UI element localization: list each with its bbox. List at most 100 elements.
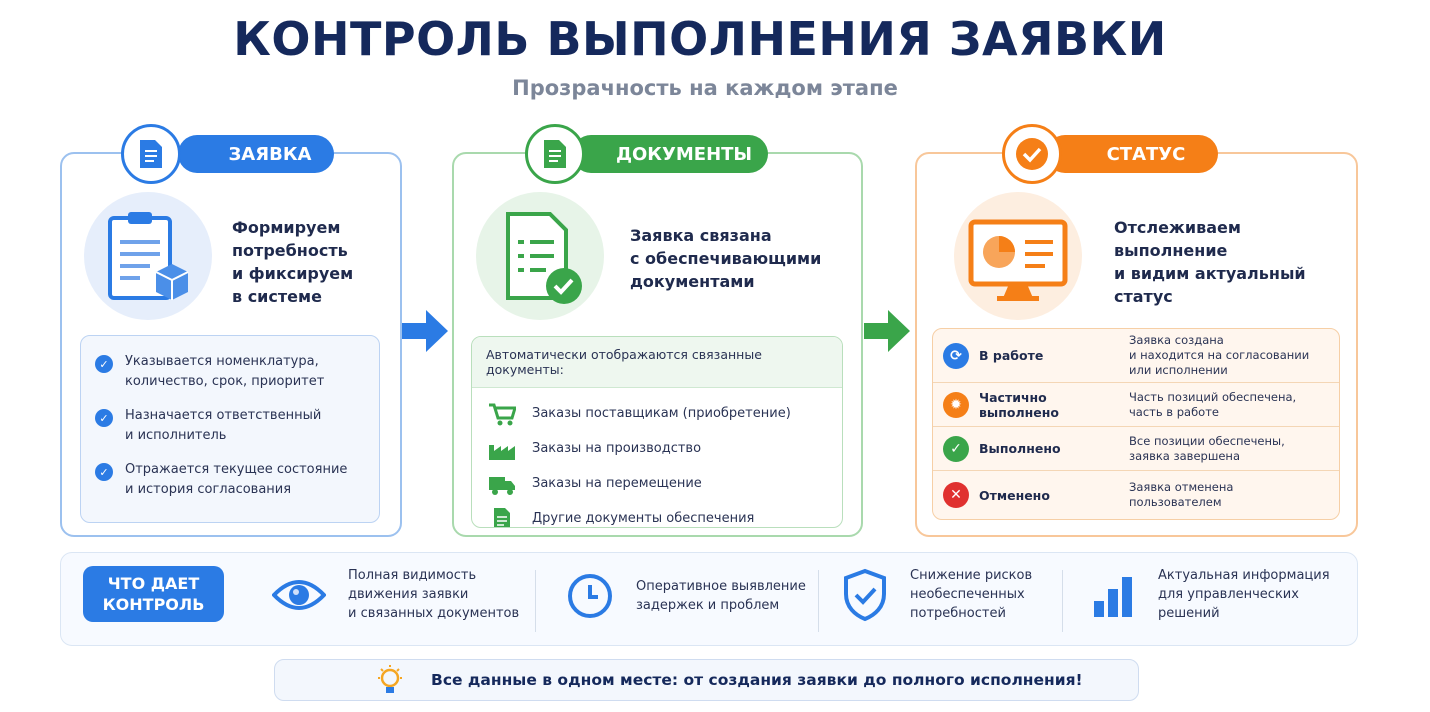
benefit-line: необеспеченных — [910, 587, 1025, 602]
item-line: Назначается ответственный — [125, 408, 322, 423]
label-line: ЧТО ДАЕТ — [107, 574, 200, 593]
document-icon — [121, 124, 181, 184]
lightbulb-icon — [378, 665, 402, 693]
lead-line: Заявка связана — [630, 226, 772, 245]
documents-list: Автоматически отображаются связанные док… — [471, 336, 843, 528]
document-type-item: Заказы на перемещение — [488, 466, 826, 501]
lead-line: с обеспечивающими — [630, 249, 822, 268]
item-line: и история согласования — [125, 482, 292, 497]
page-title: КОНТРОЛЬ ВЫПОЛНЕНИЯ ЗАЯВКИ — [233, 12, 1167, 66]
item-line: количество, срок, приоритет — [125, 374, 325, 389]
benefit-line: для управленческих — [1158, 587, 1299, 602]
benefit-line: движения заявки — [348, 587, 469, 602]
benefit-line: потребностей — [910, 606, 1006, 621]
truck-icon — [489, 476, 515, 495]
description-line: Все позиции обеспечены, — [1129, 433, 1285, 448]
status-pill: СТАТУС — [1046, 135, 1218, 173]
shield-icon — [844, 568, 886, 621]
status-icon: ✹ — [943, 391, 969, 418]
status-description: Часть позиций обеспечена,часть в работе — [1129, 390, 1296, 420]
arrow-right-icon — [402, 310, 448, 352]
benefit-line: и связанных документов — [348, 606, 520, 621]
lead-line: Формируем — [232, 218, 341, 237]
document-type-item: Другие документы обеспечения — [488, 501, 826, 527]
benefits-label: ЧТО ДАЕТ КОНТРОЛЬ — [83, 566, 224, 622]
documents-list-title: Автоматически отображаются связанные док… — [472, 337, 842, 388]
check-icon: ✓ — [95, 409, 113, 427]
divider — [818, 570, 819, 632]
divider — [1062, 570, 1063, 632]
description-line: часть в работе — [1129, 404, 1219, 419]
lead-line: и фиксируем — [232, 264, 354, 283]
linked-document-icon — [476, 192, 604, 320]
request-lead: Формируем потребность и фиксируем в системе — [232, 216, 353, 308]
status-name: Выполнено — [979, 441, 1061, 456]
status-icon: ✕ — [943, 482, 969, 508]
description-line: Заявка отменена — [1129, 480, 1234, 494]
status-icon: ✓ — [943, 435, 969, 462]
status-name: Отменено — [979, 487, 1050, 503]
item-line: Отражается текущее состояние — [125, 462, 348, 477]
document-type-label: Другие документы обеспечения — [532, 511, 755, 526]
benefit-line: задержек и проблем — [636, 598, 780, 613]
label-line: КОНТРОЛЬ — [102, 595, 205, 614]
status-name: Частично выполнено — [979, 389, 1059, 420]
benefit-line: Актуальная информация — [1158, 568, 1330, 583]
arrow-right-icon — [864, 310, 910, 352]
description-line: и находится на согласовании — [1129, 348, 1310, 362]
bar-chart-icon — [1094, 576, 1132, 617]
benefit-line: Полная видимость — [348, 568, 477, 583]
list-item: ✓ Назначается ответственный и исполнитель — [95, 406, 365, 446]
document-type-item: Заказы поставщикам (приобретение) — [488, 396, 826, 431]
check-icon: ✓ — [95, 463, 113, 481]
request-pill: ЗАЯВКА — [178, 135, 334, 173]
document-type-label: Заказы на перемещение — [532, 476, 702, 491]
document-icon — [525, 124, 585, 184]
list-item: ✓ Отражается текущее состояние и история с… — [95, 460, 365, 500]
lead-line: Отслеживаем — [1114, 218, 1241, 237]
item-line: Указывается номенклатура, — [125, 354, 319, 369]
description-line: Заявка создана — [1129, 333, 1224, 347]
status-icon: ⟳ — [943, 342, 969, 369]
document-type-item: Заказы на производство — [488, 431, 826, 466]
check-icon: ✓ — [95, 355, 113, 373]
description-line: заявка завершена — [1129, 448, 1240, 463]
status-description: Все позиции обеспечены,заявка завершена — [1129, 434, 1285, 464]
clipboard-icon — [84, 192, 212, 320]
documents-lead: Заявка связана с обеспечивающими документа… — [630, 224, 821, 293]
item-line: и исполнитель — [125, 428, 227, 443]
benefit-item: Полная видимость движения заявки и связанн… — [272, 566, 519, 623]
lead-line: статус — [1114, 287, 1173, 306]
check-icon — [1002, 124, 1062, 184]
description-line: Часть позиций обеспечена, — [1129, 389, 1297, 404]
status-row: ✹ Частично выполнено Часть позиций обеспеч… — [933, 383, 1339, 427]
document-type-label: Заказы на производство — [532, 441, 702, 456]
factory-icon — [489, 444, 515, 460]
status-lead: Отслеживаем выполнение и видим актуальный с… — [1114, 216, 1306, 308]
request-items: ✓ Указывается номенклатура, количество, ср… — [80, 335, 380, 523]
footer-banner: Все данные в одном месте: от создания за… — [274, 659, 1139, 701]
document-icon — [494, 507, 510, 527]
lead-line: в системе — [232, 287, 322, 306]
lead-line: потребность — [232, 241, 348, 260]
lead-line: и видим актуальный — [1114, 264, 1306, 283]
benefit-item: Актуальная информация для управленческих р… — [1092, 566, 1330, 623]
page-subtitle: Прозрачность на каждом этапе — [512, 76, 898, 100]
description-line: или исполнении — [1129, 363, 1228, 377]
list-item: ✓ Указывается номенклатура, количество, ср… — [95, 352, 365, 392]
status-name: В работе — [979, 348, 1044, 363]
benefit-line: решений — [1158, 606, 1220, 621]
lead-line: документами — [630, 272, 755, 291]
status-row: ✓ Выполнено Все позиции обеспечены,заявка … — [933, 427, 1339, 471]
footer-text: Все данные в одном месте: от создания за… — [431, 671, 1083, 689]
divider — [535, 570, 536, 632]
description-line: пользователем — [1129, 495, 1222, 509]
lead-line: выполнение — [1114, 241, 1228, 260]
